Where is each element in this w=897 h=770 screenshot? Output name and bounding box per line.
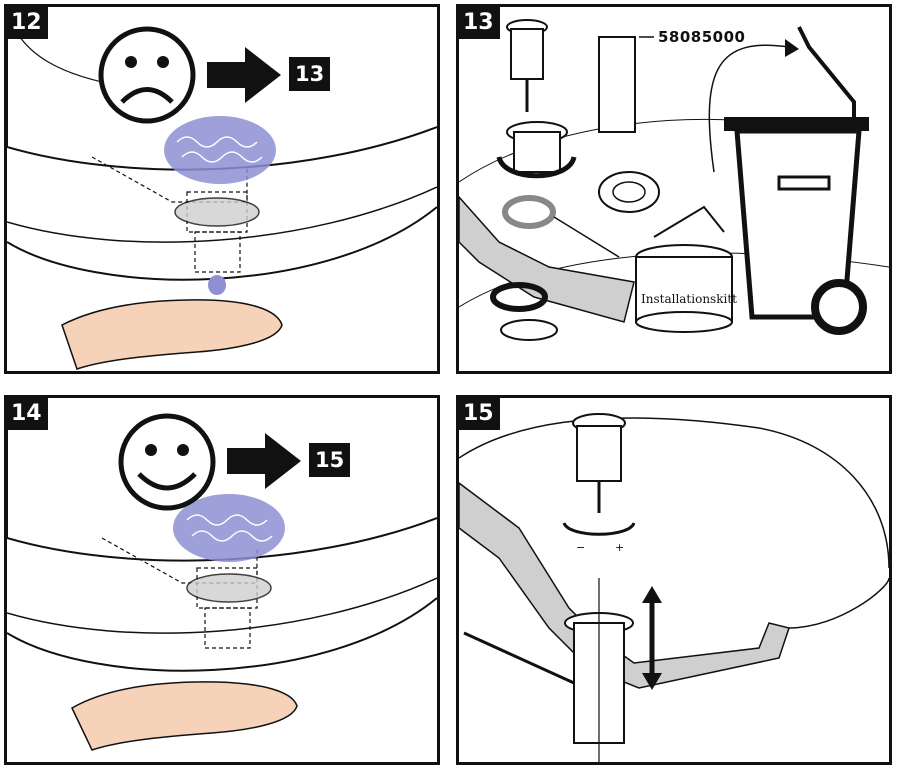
throw-away-arrow-icon [785,39,799,57]
leader-line [553,216,620,258]
replacement-part [598,36,636,133]
o-ring [490,282,548,312]
water-wave [186,514,268,526]
next-arrow-icon [207,47,281,103]
up-down-arrow-head [642,673,662,690]
step-14-panel: 14 15 [4,395,440,765]
stopper-body [510,28,544,80]
plus-sign: + [615,541,625,554]
step-13-panel: 13 58085000 Installationskitt [456,4,892,374]
seal-washer-hole [612,181,646,203]
water-pool [173,494,285,562]
drain-lower [500,319,558,341]
step-14-illustration [7,398,437,751]
putty-tin-lid [653,205,725,238]
old-putty-ring [502,195,556,229]
step-12-illustration [7,7,437,370]
step-15-illustration [459,413,889,762]
next-arrow-icon [227,433,301,489]
dry-open-hand [71,681,298,751]
drain-tail-dashed [194,231,241,273]
drain-nut [186,573,272,603]
basin-edge-line [7,186,437,243]
drain-insert [513,131,561,173]
happy-face-icon [118,413,216,511]
drain-tail-dashed [204,607,251,649]
step-15-panel: 15 − + [456,395,892,765]
step-number: 12 [7,7,48,39]
water-wave [176,136,258,148]
goto-step-badge[interactable]: 15 [309,443,351,477]
water-wave [181,151,263,163]
basin-rim-line [7,398,437,562]
basin-edge [788,577,889,629]
bin-lid-open [797,26,856,117]
water-wave [191,530,273,542]
water-drop [208,275,226,295]
minus-sign: − [576,541,586,554]
bin-lid [724,117,869,131]
basin-underside-line [7,597,437,672]
putty-label: Installationskitt [641,292,737,306]
rotate-arrow-icon [496,156,577,179]
step-13-illustration [459,19,889,341]
putty-tin-base [635,311,733,333]
step-12-panel: 12 13 [4,4,440,374]
adjust-arrow-icon [562,522,636,536]
basin-section [459,195,635,323]
water-pool [164,116,276,184]
up-down-arrow-icon [642,586,662,603]
open-hand [61,299,283,370]
step-number: 15 [459,398,500,430]
bin-handle [777,175,831,191]
throw-away-path [708,44,790,173]
step-number: 13 [459,7,500,39]
bin-wheel [811,279,867,335]
sad-face-icon [98,26,196,124]
linkage-rod [463,631,575,685]
stopper-body [576,425,622,482]
drain-nut [174,197,260,227]
basin-edge-line [7,577,437,634]
step-number: 14 [7,398,48,430]
goto-step-badge[interactable]: 13 [289,57,331,91]
basin-outline [459,417,889,569]
part-number: 58085000 [658,28,746,46]
